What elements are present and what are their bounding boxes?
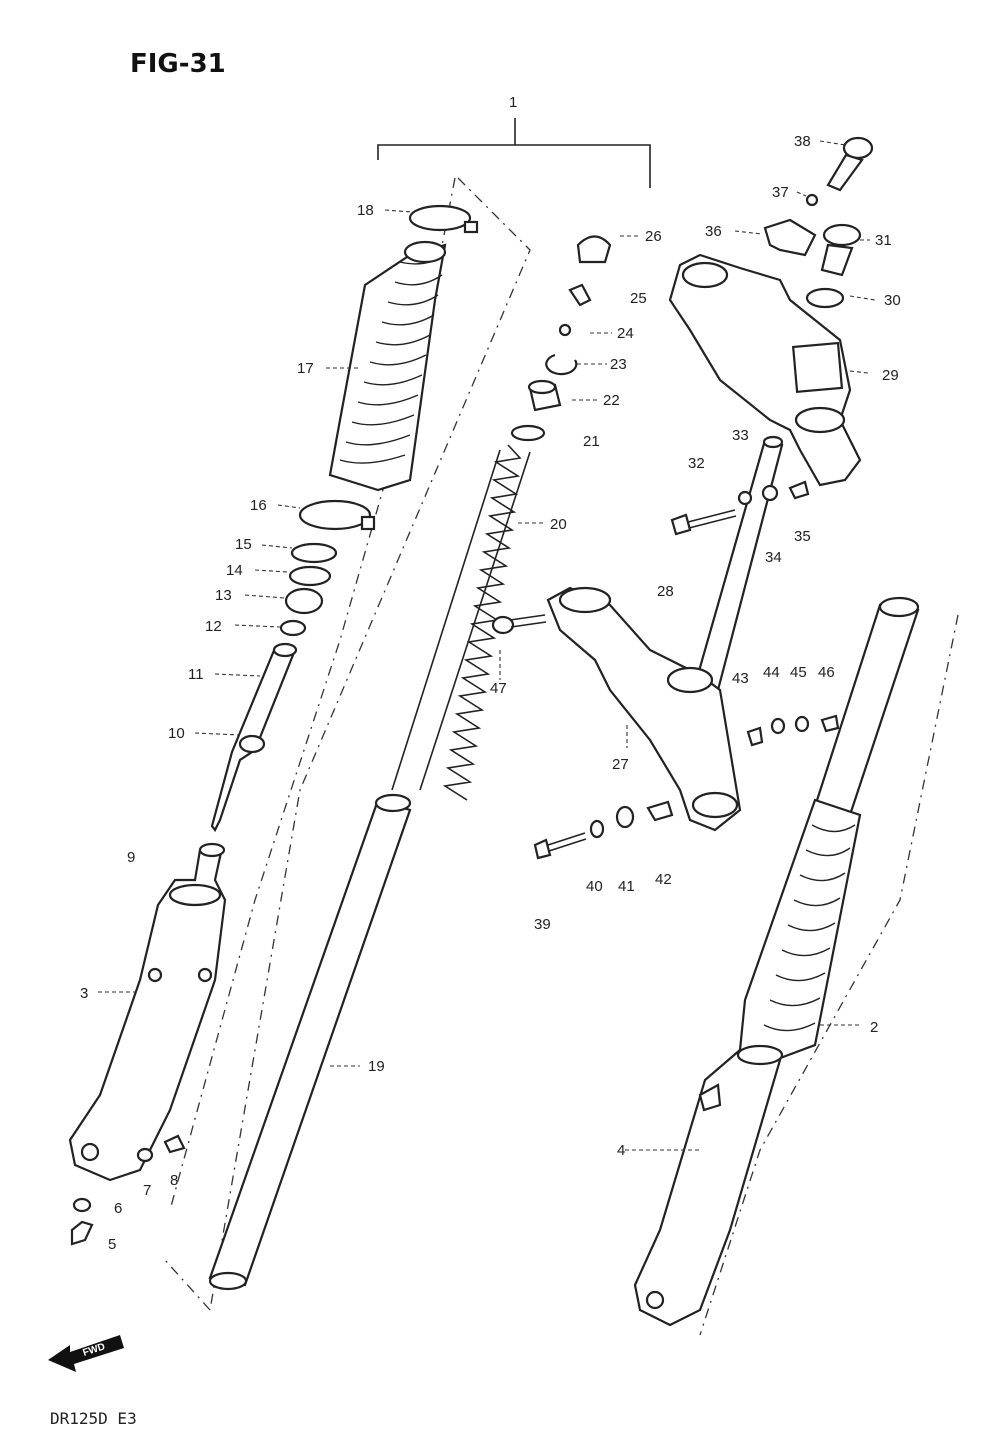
callout-20: 20 <box>550 516 567 533</box>
callout-43: 43 <box>732 670 749 687</box>
callout-34: 34 <box>765 549 782 566</box>
callout-26: 26 <box>645 228 662 245</box>
callout-46: 46 <box>818 664 835 681</box>
fork-spring <box>391 444 531 801</box>
left-outer-tube <box>68 842 227 1182</box>
left-fork-group-outline <box>164 177 531 1311</box>
callout-18: 18 <box>357 202 374 219</box>
pinch-bolt-lower <box>491 614 547 635</box>
fork-cap-plug <box>527 379 562 412</box>
lower-bracket-hardware <box>533 800 674 860</box>
callout-10: 10 <box>168 725 185 742</box>
left-inner-tube <box>208 793 412 1291</box>
callout-16: 16 <box>250 497 267 514</box>
callout-9: 9 <box>127 849 135 866</box>
fork-inner-sleeve <box>210 642 298 833</box>
assembly-bracket <box>377 118 651 188</box>
figure-title: FIG-31 <box>130 49 226 79</box>
callout-28: 28 <box>657 583 674 600</box>
upper-spring-washer <box>761 484 779 502</box>
drain-bolt-set <box>70 1134 186 1246</box>
callout-44: 44 <box>763 664 780 681</box>
callout-23: 23 <box>610 356 627 373</box>
callout-29: 29 <box>882 367 899 384</box>
circlip <box>545 353 578 376</box>
callout-38: 38 <box>794 133 811 150</box>
handlebar-holder-bolt <box>820 223 862 277</box>
forward-direction-arrow-icon: FWD <box>48 1335 124 1372</box>
callout-3: 3 <box>80 985 88 1002</box>
callout-36: 36 <box>705 223 722 240</box>
o-ring <box>558 323 572 337</box>
callout-30: 30 <box>884 292 901 309</box>
air-valve <box>568 283 592 307</box>
callout-2: 2 <box>870 1019 878 1036</box>
callout-45: 45 <box>790 664 807 681</box>
fork-boot <box>328 240 447 492</box>
callout-27: 27 <box>612 756 629 773</box>
callout-labels: 1 2 3 4 5 6 7 8 9 10 11 12 13 14 15 16 1… <box>80 94 901 1253</box>
valve-cap <box>576 235 612 264</box>
model-code: DR125D E3 <box>50 1409 137 1428</box>
callout-31: 31 <box>875 232 892 249</box>
holder-nut <box>805 193 819 207</box>
callout-7: 7 <box>143 1182 151 1199</box>
callout-12: 12 <box>205 618 222 635</box>
callout-21: 21 <box>583 433 600 450</box>
callout-40: 40 <box>586 878 603 895</box>
upper-washer <box>737 490 753 506</box>
callout-8: 8 <box>170 1172 178 1189</box>
callout-4: 4 <box>617 1142 625 1159</box>
callout-19: 19 <box>368 1058 385 1075</box>
callout-35: 35 <box>794 528 811 545</box>
callout-1: 1 <box>509 94 517 111</box>
callout-32: 32 <box>688 455 705 472</box>
stem-hardware <box>746 714 840 747</box>
handlebar-holder <box>763 218 817 257</box>
callout-37: 37 <box>772 184 789 201</box>
spring-seat-washer <box>510 424 546 442</box>
callout-39: 39 <box>534 916 551 933</box>
callout-47: 47 <box>490 680 507 697</box>
callout-17: 17 <box>297 360 314 377</box>
holder-bolt <box>826 136 874 192</box>
callout-5: 5 <box>108 1236 116 1253</box>
boot-clamp-upper <box>408 204 479 234</box>
callout-22: 22 <box>603 392 620 409</box>
oil-seal-stack <box>279 542 338 637</box>
callout-6: 6 <box>114 1200 122 1217</box>
callout-33: 33 <box>732 427 749 444</box>
callout-25: 25 <box>630 290 647 307</box>
right-outer-tube <box>633 1044 784 1327</box>
handlebar-washer <box>805 287 845 309</box>
lower-fork-bracket <box>546 586 742 832</box>
callout-13: 13 <box>215 587 232 604</box>
callout-24: 24 <box>617 325 634 342</box>
callout-leaders <box>98 140 876 1151</box>
pinch-bolt-upper <box>670 509 737 536</box>
callout-11: 11 <box>188 666 204 683</box>
callout-14: 14 <box>226 562 243 579</box>
callout-42: 42 <box>655 871 672 888</box>
callout-41: 41 <box>618 878 635 895</box>
callout-15: 15 <box>235 536 252 553</box>
boot-clamp-lower <box>298 499 376 531</box>
upper-nut <box>788 480 810 500</box>
upper-fork-bracket <box>668 253 862 487</box>
